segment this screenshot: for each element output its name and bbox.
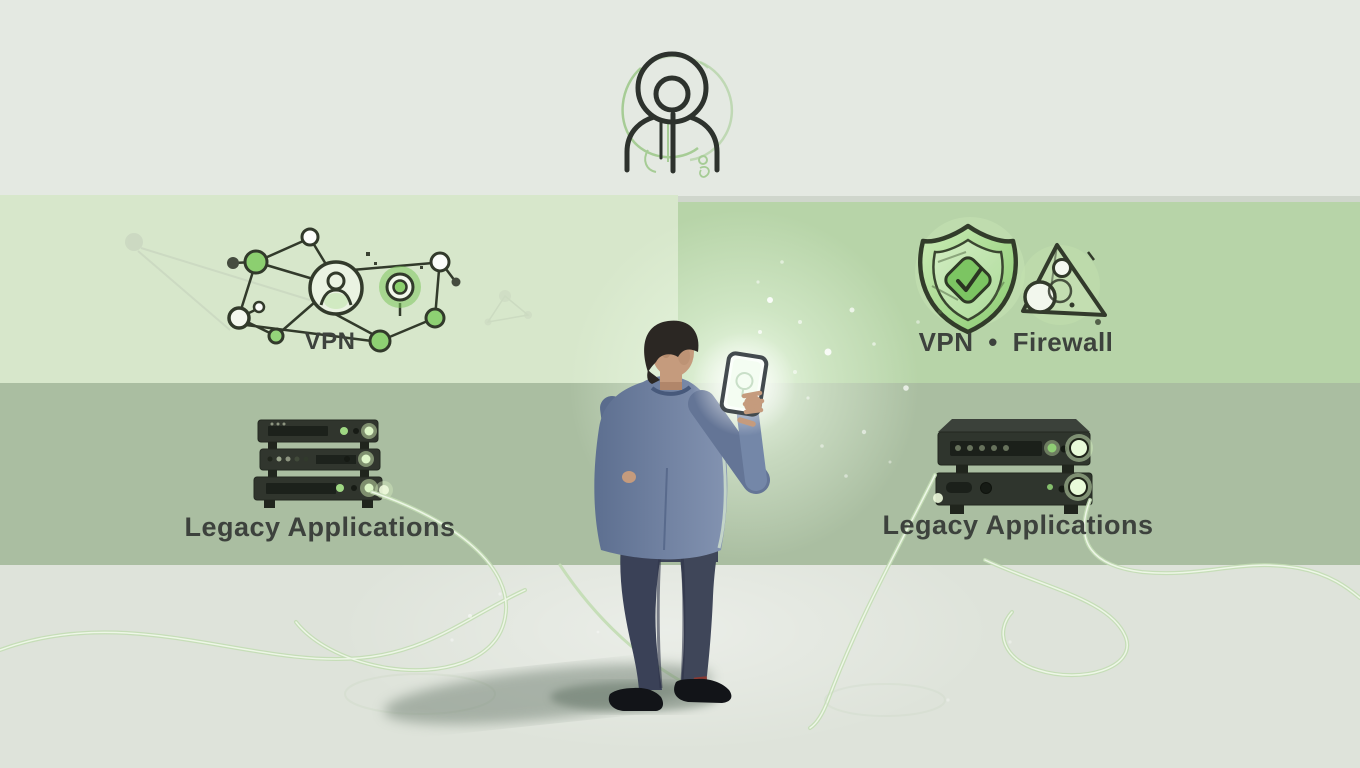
sparkles <box>450 260 1012 702</box>
identity-person-icon <box>621 51 734 178</box>
watermark-molecules <box>125 233 532 331</box>
target-node-icon <box>379 266 421 308</box>
vpn-label-left: VPN <box>304 328 356 355</box>
hand <box>737 390 765 427</box>
background-band-top <box>0 0 1360 196</box>
user-node-icon <box>308 260 364 316</box>
server-stack-left-icon <box>253 419 393 508</box>
man-figure <box>594 320 770 711</box>
firewall-prism-user-icon <box>1020 243 1107 325</box>
figure-shadow <box>383 663 720 725</box>
legacy-applications-label-left: Legacy Applications <box>184 512 456 542</box>
vpn-network-diagram-icon <box>227 227 461 353</box>
server-stack-right-icon <box>933 419 1093 514</box>
glowing-phone <box>692 332 796 436</box>
legacy-applications-label-right: Legacy Applications <box>882 510 1154 540</box>
vpn-firewall-label-right: VPN • Firewall <box>918 327 1114 357</box>
shield-check-icon <box>915 217 1025 335</box>
